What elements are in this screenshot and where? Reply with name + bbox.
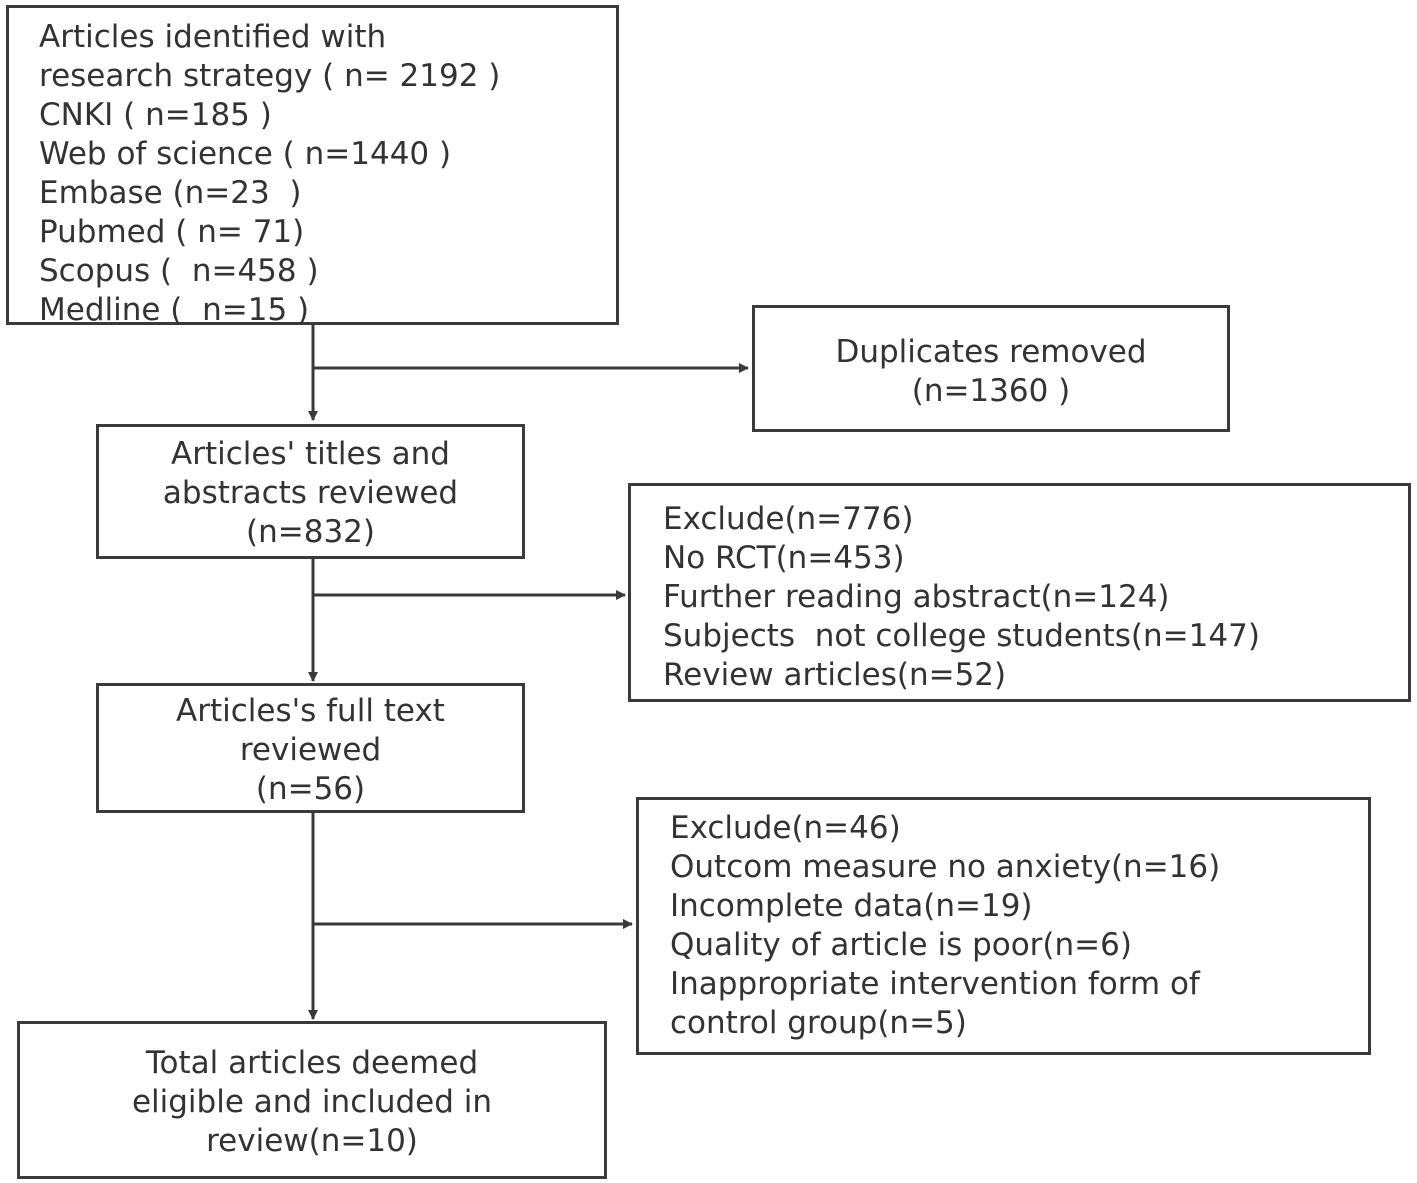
exclusion-screening-line: Further reading abstract(n=124) [663, 579, 1170, 615]
exclusion-fulltext-line: Exclude(n=46) [670, 810, 901, 846]
exclusion-fulltext-line: Quality of article is poor(n=6) [670, 927, 1132, 963]
identification-line: Web of science ( n=1440 ) [39, 136, 452, 172]
fulltext-line: Articles's full text [176, 693, 445, 729]
identification-line: Articles identified with [39, 19, 387, 55]
identification-line: CNKI ( n=185 ) [39, 97, 272, 133]
included-line: review(n=10) [206, 1123, 418, 1159]
included-line: Total articles deemed [145, 1045, 479, 1081]
exclusion-screening-line: Subjects not college students(n=147) [663, 618, 1260, 654]
exclusion-fulltext-line: Inappropriate intervention form of [670, 966, 1200, 1002]
identification-line: research strategy ( n= 2192 ) [39, 58, 501, 94]
exclusion-fulltext-line: Outcom measure no anxiety(n=16) [670, 849, 1221, 885]
exclusion-screening-line: Exclude(n=776) [663, 501, 914, 537]
duplicates-line: (n=1360 ) [911, 373, 1071, 409]
duplicates-box: Duplicates removed (n=1360 ) [752, 305, 1230, 432]
exclusion-screening-line: Review articles(n=52) [663, 657, 1007, 693]
screening-line: abstracts reviewed [162, 475, 459, 511]
fulltext-line: (n=56) [255, 771, 366, 807]
screening-line: (n=832) [246, 514, 375, 550]
identification-line: Embase (n=23 ) [39, 175, 302, 211]
included-box: Total articles deemed eligible and inclu… [17, 1021, 607, 1179]
identification-line: Scopus ( n=458 ) [39, 253, 319, 289]
exclusion-screening-box: Exclude(n=776) No RCT(n=453) Further rea… [628, 483, 1411, 702]
identification-line: Medline ( n=15 ) [39, 292, 310, 328]
exclusion-fulltext-line: Incomplete data(n=19) [670, 888, 1033, 924]
screening-box: Articles' titles and abstracts reviewed … [96, 424, 525, 559]
included-line: eligible and included in [131, 1084, 493, 1120]
duplicates-line: Duplicates removed [835, 334, 1147, 370]
exclusion-fulltext-box: Exclude(n=46) Outcom measure no anxiety(… [636, 797, 1371, 1055]
fulltext-line: reviewed [239, 732, 382, 768]
exclusion-screening-line: No RCT(n=453) [663, 540, 905, 576]
fulltext-box: Articles's full text reviewed (n=56) [96, 683, 525, 813]
identification-line: Pubmed ( n= 71) [39, 214, 305, 250]
identification-box: Articles identified with research strate… [6, 5, 619, 328]
exclusion-fulltext-line: control group(n=5) [670, 1005, 967, 1041]
screening-line: Articles' titles and [171, 436, 450, 472]
